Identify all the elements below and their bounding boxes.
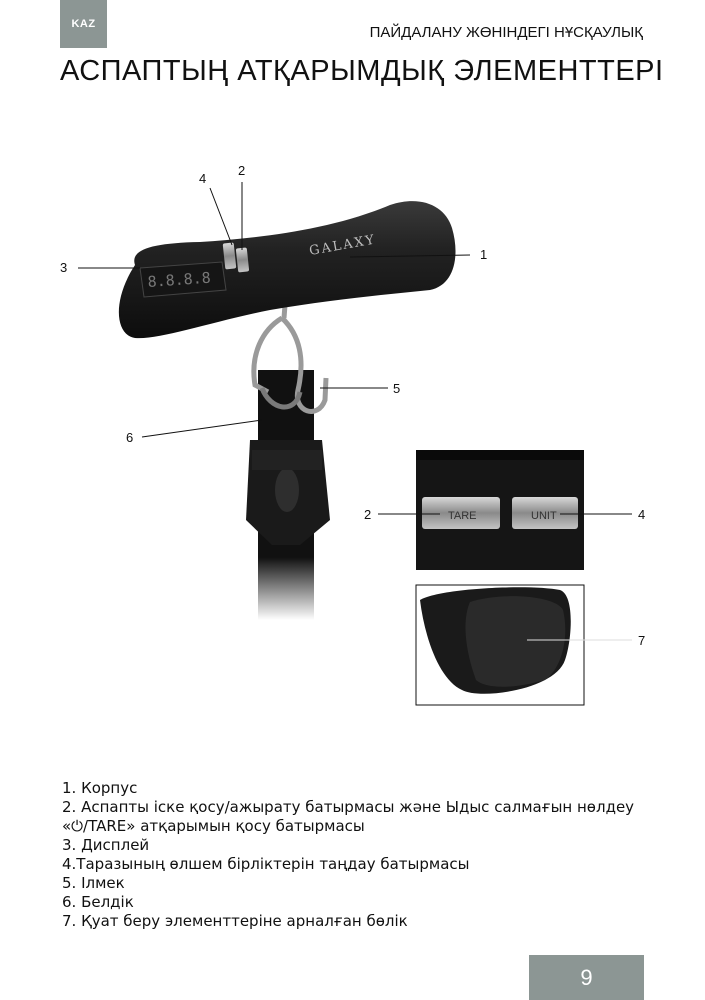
display: 8.8.8.8 [139,261,227,298]
device-figure: GALAXY 8.8.8.8 TARE UNIT [60,163,646,706]
inset-unit-label: UNIT [531,510,557,522]
tare-button[interactable] [222,242,237,270]
callout-1: 1 [480,247,488,262]
strap [246,370,330,620]
inset-callout-4: 4 [638,507,646,522]
legend-item: 6. Белдік [62,893,134,911]
language-tab: KAZ [60,0,107,48]
svg-text:8.8.8.8: 8.8.8.8 [147,269,211,291]
device-illustration: GALAXY 8.8.8.8 TARE UNIT [78,182,632,706]
callout-2: 2 [238,163,246,178]
inset-battery [415,584,632,706]
callout-lines [78,182,471,438]
page-number: 9 [529,955,644,1000]
inset-buttons: TARE UNIT [378,450,632,570]
inset-tare-button [422,497,500,529]
legend-item: 5. Ілмек [62,874,125,892]
inset-tare-label: TARE [448,510,477,522]
legend-item: 2. Аспапты іске қосу/ажырату батырмасы ж… [62,798,635,816]
unit-button[interactable] [235,247,250,273]
callout-3: 3 [60,260,68,275]
inset-callout-2: 2 [364,507,372,522]
callout-6: 6 [126,430,134,445]
inset-callout-7: 7 [638,633,646,648]
legend-item: 7. Қуат беру элементтеріне арналған бөлі… [62,912,408,930]
legend-item: 3. Дисплей [62,836,150,854]
inset-unit-button [512,497,578,529]
callout-5: 5 [393,381,401,396]
legend-item: 4.Таразының өлшем бірліктерін таңдау бат… [62,855,470,873]
legend-item: 1. Корпус [62,779,138,797]
header-title: ПАЙДАЛАНУ ЖӨНІНДЕГІ НҰСҚАУЛЫҚ [369,24,643,41]
callout-4: 4 [199,171,207,186]
legend-item: «⏻/TARE» атқарымын қосу батырмасы [62,817,365,835]
battery-cover [465,596,566,687]
parts-legend: 1. Корпус 2. Аспапты іске қосу/ажырату б… [62,779,662,931]
page-title: АСПАПТЫҢ АТҚАРЫМДЫҚ ЭЛЕМЕНТТЕРІ [60,55,664,87]
device-body: GALAXY 8.8.8.8 [118,201,456,339]
